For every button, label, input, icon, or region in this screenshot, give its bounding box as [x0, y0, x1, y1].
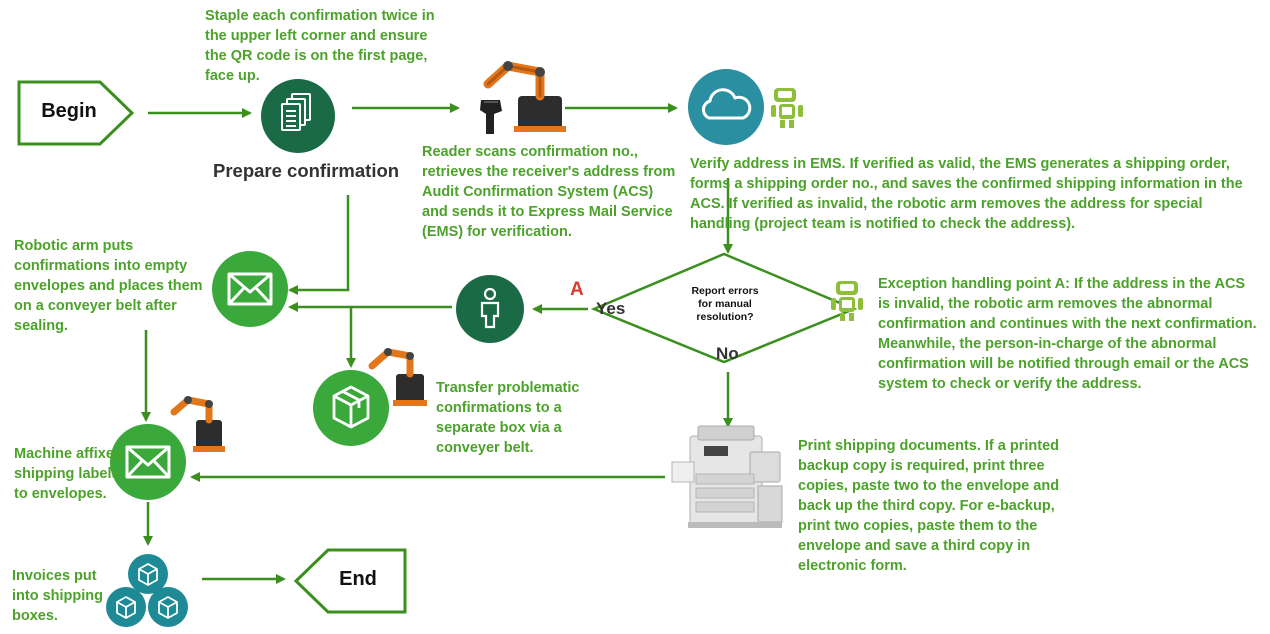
robotic-arm-envelopes-text: Robotic arm puts confirmations into empt… [14, 238, 203, 334]
envelope-node [212, 251, 288, 327]
box-icon [332, 385, 370, 429]
robot-icon [771, 88, 803, 128]
machine-envelope-node [110, 424, 186, 500]
point-a-label: A [570, 279, 584, 300]
box-node [313, 370, 389, 446]
box-icon [158, 596, 178, 619]
exception-text: Exception handling point A: If the addre… [878, 276, 1257, 392]
envelope-icon [125, 445, 171, 479]
envelope-icon [227, 272, 273, 306]
prepare-confirmation-label: Prepare confirmation [213, 160, 400, 181]
robotic-arm-icon [170, 396, 225, 452]
machine-affixes-text: Machine affixes shipping labels to envel… [14, 446, 122, 502]
barcode-scanner-icon [480, 100, 502, 134]
person-node [456, 275, 524, 343]
staple-note: Staple each confirmation twice in the up… [205, 8, 435, 84]
robotic-arm-icon [368, 348, 427, 406]
begin-terminal [17, 80, 135, 146]
ems-node [688, 69, 764, 145]
end-label: End [339, 568, 377, 590]
reader-scan-text: Reader scans confirmation no., retrieves… [422, 144, 676, 240]
print-docs-text: Print shipping documents. If a printed b… [798, 438, 1060, 574]
robotic-arm-icon [483, 61, 566, 132]
transfer-text: Transfer problematic confirmations to a … [436, 380, 580, 456]
cloud-icon [701, 88, 752, 120]
invoices-text: Invoices put into shipping boxes. [12, 568, 104, 624]
box-icon [138, 563, 158, 586]
decision-no-label: No [716, 344, 739, 363]
begin-label: Begin [41, 100, 97, 122]
prepare-confirmation-node [261, 79, 335, 153]
decision-text: Report errors for manual resolution? [691, 285, 759, 323]
box-icon [116, 596, 136, 619]
invoices-boxes [106, 554, 188, 627]
arrow-reader-to-envelope [288, 195, 350, 295]
decision-yes-label: Yes [596, 299, 626, 318]
documents-icon [281, 93, 311, 131]
robot-icon [831, 281, 863, 321]
end-terminal [293, 548, 407, 614]
verify-ems-text: Verify address in EMS. If verified as va… [690, 156, 1243, 232]
person-icon [480, 287, 500, 329]
printer-icon [671, 425, 783, 528]
connectors [141, 103, 733, 584]
